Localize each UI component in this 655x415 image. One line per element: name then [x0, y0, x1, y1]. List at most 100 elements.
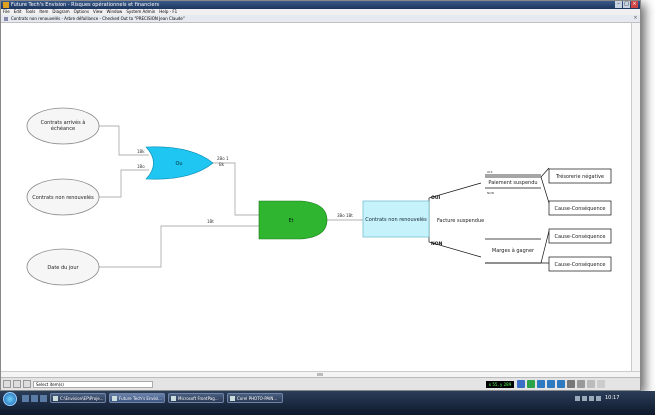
event-contrats-arrives[interactable]: Contrats arrivés à échéance — [26, 107, 100, 145]
edge-ou-to-et — [211, 162, 261, 216]
result-box[interactable]: Contrats non renouvelés — [362, 200, 430, 238]
document-tab[interactable]: Contrats non renouvelés - Arbre défailla… — [1, 15, 640, 23]
task-corel-label: Corel PHOTO-PAIN... — [237, 396, 278, 401]
vertical-scrollbar[interactable] — [631, 23, 640, 371]
arrow-right-icon[interactable] — [547, 380, 555, 388]
minimize-button[interactable]: – — [615, 1, 622, 8]
branch-oui-label: OUI — [431, 195, 440, 201]
event-date-du-jour-label: Date du jour — [47, 265, 79, 271]
menu-item[interactable]: Item — [39, 9, 49, 14]
fit-icon[interactable] — [597, 380, 605, 388]
event-contrats-arrives-line2: échéance — [51, 125, 75, 132]
quick-launch — [22, 395, 47, 402]
edge-label-3bo: 3Bo 1Bt — [337, 213, 353, 218]
cause1-box[interactable] — [548, 200, 612, 216]
clock[interactable]: 10:17 — [605, 395, 620, 401]
menu-file[interactable]: File — [3, 9, 10, 14]
browser-icon[interactable] — [31, 395, 38, 402]
system-tray: 10:17 — [575, 393, 653, 403]
menu-view[interactable]: View — [93, 9, 103, 14]
menu-tools[interactable]: Tools — [25, 9, 36, 14]
coordinate-readout: x 55, y 289 — [486, 381, 514, 388]
et-gate[interactable]: Et — [258, 200, 328, 240]
edge-oui — [428, 182, 482, 220]
paiement-non-small: NON — [487, 191, 494, 195]
document-icon — [4, 17, 8, 21]
print-icon[interactable] — [567, 380, 575, 388]
close-button[interactable]: × — [631, 1, 638, 8]
pointer-tool-icon[interactable] — [3, 380, 11, 388]
media-icon[interactable] — [40, 395, 47, 402]
connectors — [99, 125, 363, 268]
title-bar: Future Tech's Envision - Risques opérati… — [1, 1, 640, 9]
language-icon[interactable] — [596, 395, 601, 401]
edge-contrats-arrives-to-ou — [99, 125, 149, 156]
security-icon[interactable] — [589, 395, 594, 401]
zoom-icon[interactable] — [587, 380, 595, 388]
envision-app-icon — [112, 396, 117, 401]
task-envision-folder-label: C:\Envision\EP\Proje... — [60, 396, 104, 401]
globe-icon[interactable] — [527, 380, 535, 388]
cause1-label: Cause-Conséquence — [554, 205, 605, 212]
edge-paiement-split — [485, 167, 550, 204]
show-desktop-icon[interactable] — [22, 395, 29, 402]
event-date-du-jour[interactable]: Date du jour — [26, 248, 100, 286]
taskbar-tasks: C:\Envision\EP\Proje... Future Tech's En… — [50, 393, 283, 403]
task-frontpage[interactable]: Microsoft FrontPag... — [168, 393, 224, 403]
menu-window[interactable]: Window — [106, 9, 123, 14]
corel-icon — [230, 396, 235, 401]
menu-diagram[interactable]: Diagram — [52, 9, 70, 14]
marges-label: Marges à gagner — [492, 247, 535, 254]
edge-label-2bo: 2Bo 1 — [217, 156, 229, 161]
event-contrats-non-renouveles-label: Contrats non renouvelés — [32, 194, 94, 201]
horizontal-scroll-thumb[interactable] — [317, 373, 323, 376]
zoom-tool-icon[interactable] — [13, 380, 21, 388]
arrow-up-icon[interactable] — [557, 380, 565, 388]
frontpage-icon — [171, 396, 176, 401]
ou-gate[interactable]: Ou — [145, 146, 214, 180]
volume-icon[interactable] — [582, 395, 587, 401]
edge-date-to-et — [99, 225, 261, 268]
cause2-box[interactable] — [548, 228, 612, 244]
fault-tree-diagram: Contrats arrivés à échéance Contrats non… — [26, 107, 612, 286]
task-envision-app[interactable]: Future Tech's Envisi... — [109, 393, 165, 403]
page-tool-icon[interactable] — [23, 380, 31, 388]
menu-bar: File Edit Tools Item Diagram Options Vie… — [1, 9, 640, 15]
check-icon[interactable] — [517, 380, 525, 388]
cause3-label: Cause-Conséquence — [554, 261, 605, 268]
start-button[interactable] — [3, 392, 17, 406]
menu-edit[interactable]: Edit — [13, 9, 22, 14]
diagram-canvas[interactable]: Contrats arrivés à échéance Contrats non… — [1, 23, 631, 371]
edge-marges-split — [485, 230, 550, 264]
grid-icon[interactable] — [577, 380, 585, 388]
menu-options[interactable]: Options — [73, 9, 90, 14]
task-corel[interactable]: Corel PHOTO-PAIN... — [227, 393, 283, 403]
tresorerie-label: Trésorerie négative — [555, 173, 604, 180]
edge-label-1bt: 1Bt — [207, 219, 214, 224]
menu-system-admin[interactable]: System Admin — [126, 9, 156, 14]
menu-help[interactable]: Help - F1 — [159, 9, 178, 14]
document-title: Contrats non renouvelés - Arbre défailla… — [11, 16, 185, 21]
ou-gate-label: Ou — [175, 161, 182, 167]
event-contrats-non-renouveles[interactable]: Contrats non renouvelés — [26, 178, 100, 216]
task-envision-app-label: Future Tech's Envisi... — [119, 396, 162, 401]
network-icon[interactable] — [575, 395, 580, 401]
branch-lines — [428, 167, 612, 272]
edge-label-bk: Bk — [219, 162, 225, 167]
cause3-box[interactable] — [548, 256, 612, 272]
document-close-icon[interactable]: × — [633, 15, 638, 21]
maximize-button[interactable]: □ — [623, 1, 630, 8]
app-window: Future Tech's Envision - Risques opérati… — [0, 0, 641, 391]
horizontal-scrollbar[interactable] — [1, 371, 640, 377]
task-frontpage-label: Microsoft FrontPag... — [178, 396, 219, 401]
arrow-left-icon[interactable] — [537, 380, 545, 388]
paiement-oui-small: OUI — [487, 170, 493, 174]
task-envision-folder[interactable]: C:\Envision\EP\Proje... — [50, 393, 106, 403]
app-logo-icon — [3, 2, 9, 8]
branch-middle-label: Facture suspendue — [437, 218, 484, 224]
edge-contrats-non-renouveles-to-ou — [99, 169, 149, 198]
event-contrats-arrives-line1: Contrats arrivés à — [41, 119, 86, 126]
window-title: Future Tech's Envision - Risques opérati… — [11, 2, 160, 8]
folder-icon — [53, 396, 58, 401]
tresorerie-box[interactable] — [548, 168, 612, 184]
